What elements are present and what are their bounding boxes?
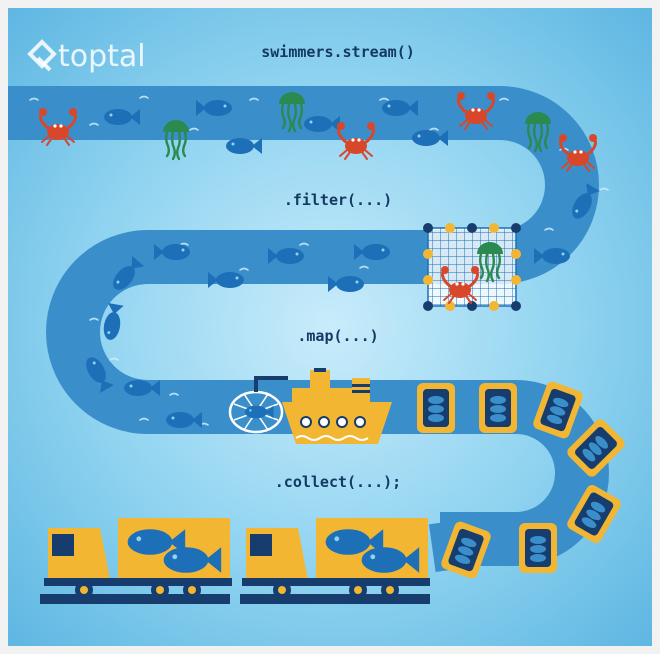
collect-label: .collect(...);: [275, 473, 401, 491]
can-icon: [479, 383, 517, 433]
filter-label: .filter(...): [284, 191, 392, 209]
can-icon: [417, 383, 455, 433]
filter-net: [423, 223, 521, 311]
net-knots: [423, 223, 521, 311]
truck-icon: [40, 518, 232, 604]
boat-icon: [228, 368, 392, 444]
logo-icon: [27, 39, 57, 72]
can-icon: [519, 523, 557, 573]
truck-icon: [240, 518, 430, 604]
logo-text: toptal: [58, 39, 146, 74]
map-label: .map(...): [297, 327, 378, 345]
river-stream: [8, 86, 609, 566]
stream-label: swimmers.stream(): [261, 43, 415, 61]
logo: toptal: [27, 39, 146, 74]
